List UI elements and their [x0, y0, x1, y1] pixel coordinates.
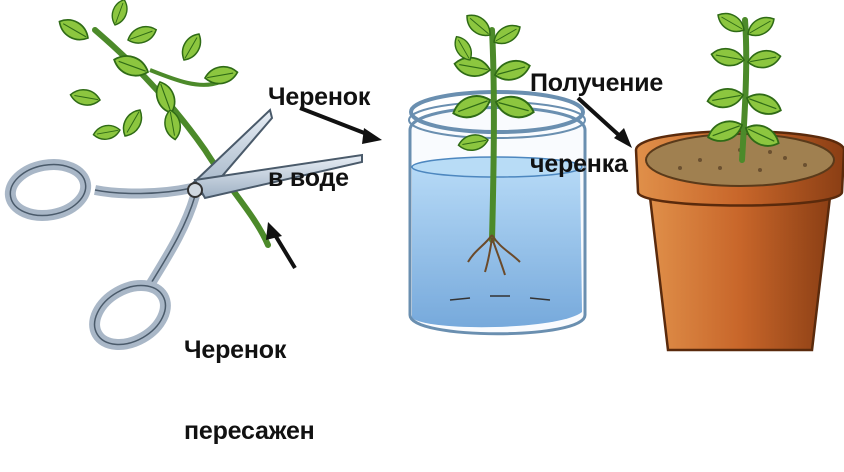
scissors-pivot	[188, 183, 202, 197]
jar-cutting-stem	[492, 30, 494, 240]
caption-line: Получение	[530, 70, 663, 97]
scissors-ring-left	[6, 159, 90, 221]
scissors-ring-bottom	[84, 273, 176, 356]
caption-line: черенка	[530, 151, 663, 178]
pot-plant-stem	[742, 20, 746, 160]
branch-leaves	[55, 0, 239, 141]
caption-cutting-rooted: Получение черенка	[530, 16, 663, 205]
caption-line: Черенок	[268, 84, 370, 111]
caption-line: пересажен	[184, 418, 315, 445]
caption-line: Черенок	[184, 337, 315, 364]
flower-pot-icon	[636, 9, 844, 350]
caption-cutting-in-water: Черенок в воде	[268, 30, 370, 219]
caption-line: в воде	[268, 165, 370, 192]
cutting-propagation-illustration	[0, 0, 844, 363]
caption-cutting-planted: Черенок пересажен	[184, 283, 315, 472]
